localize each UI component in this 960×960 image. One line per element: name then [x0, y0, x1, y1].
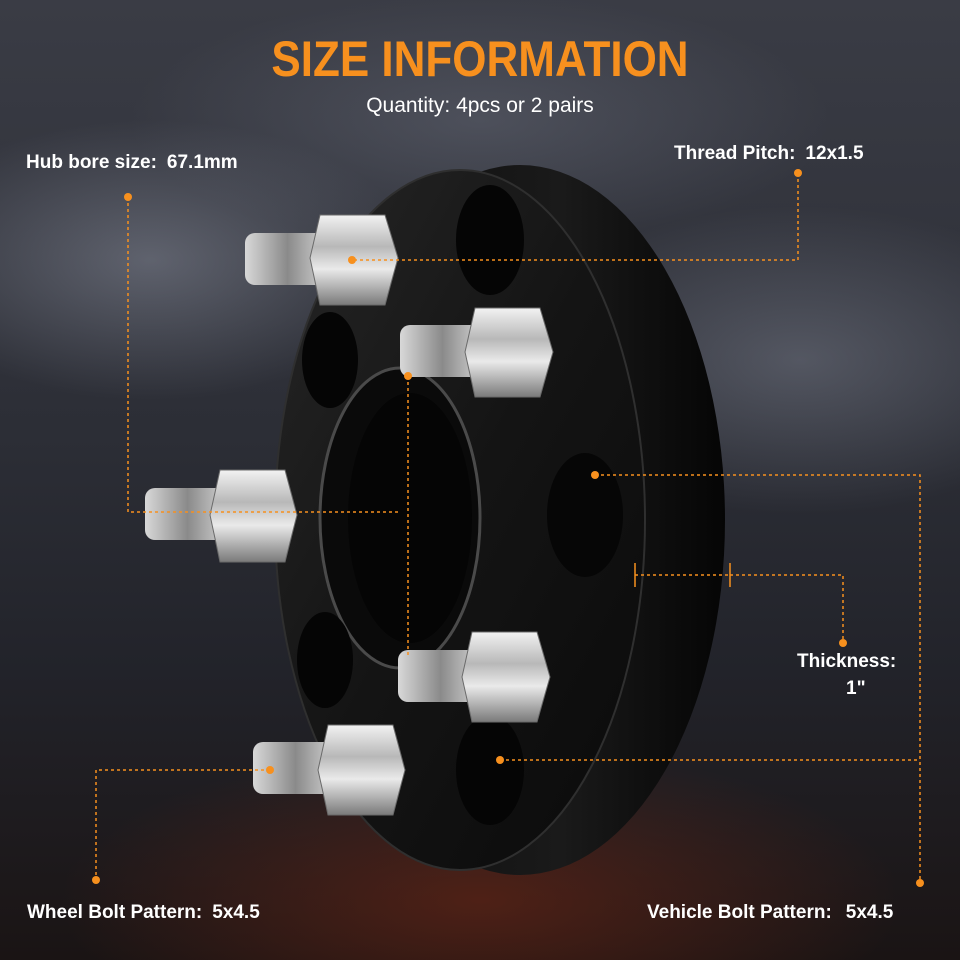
wheel-bolt-pattern-label: Wheel Bolt Pattern:	[27, 902, 203, 923]
wheel-bolt-pattern-spec: Wheel Bolt Pattern: 5x4.5	[27, 902, 260, 924]
page-title: SIZE INFORMATION	[271, 31, 689, 87]
hub-bore-value: 67.1mm	[166, 152, 238, 173]
lug-stud-icon	[253, 724, 406, 816]
bolt-hole	[547, 453, 623, 577]
bolt-hole	[297, 612, 353, 708]
thread-pitch-value: 12x1.5	[805, 143, 864, 164]
lug-stud-icon	[245, 214, 399, 306]
vehicle-bolt-pattern-value: 5x4.5	[845, 902, 894, 923]
wheel-bolt-pattern-value: 5x4.5	[212, 902, 260, 923]
lug-stud-icon	[400, 307, 554, 398]
bolt-hole	[456, 715, 524, 825]
hub-bore-spec: Hub bore size: 67.1mm	[26, 152, 238, 174]
vehicle-bolt-pattern-label: Vehicle Bolt Pattern:	[647, 902, 832, 923]
callout-lines	[95, 173, 921, 883]
lug-stud-icon	[398, 631, 551, 723]
thickness-label: Thickness:	[797, 651, 897, 672]
hub-bore-label: Hub bore size:	[26, 152, 157, 173]
thread-pitch-spec: Thread Pitch: 12x1.5	[674, 143, 864, 165]
page-subtitle: Quantity: 4pcs or 2 pairs	[366, 94, 594, 117]
bolt-hole	[456, 185, 524, 295]
vehicle-bolt-pattern-spec: Vehicle Bolt Pattern: 5x4.5	[647, 902, 893, 924]
thread-pitch-label: Thread Pitch:	[674, 143, 796, 164]
thickness-value: 1"	[846, 678, 866, 699]
bolt-hole	[302, 312, 358, 408]
callout-dot-icon	[92, 169, 924, 887]
lug-stud-icon	[145, 469, 298, 563]
